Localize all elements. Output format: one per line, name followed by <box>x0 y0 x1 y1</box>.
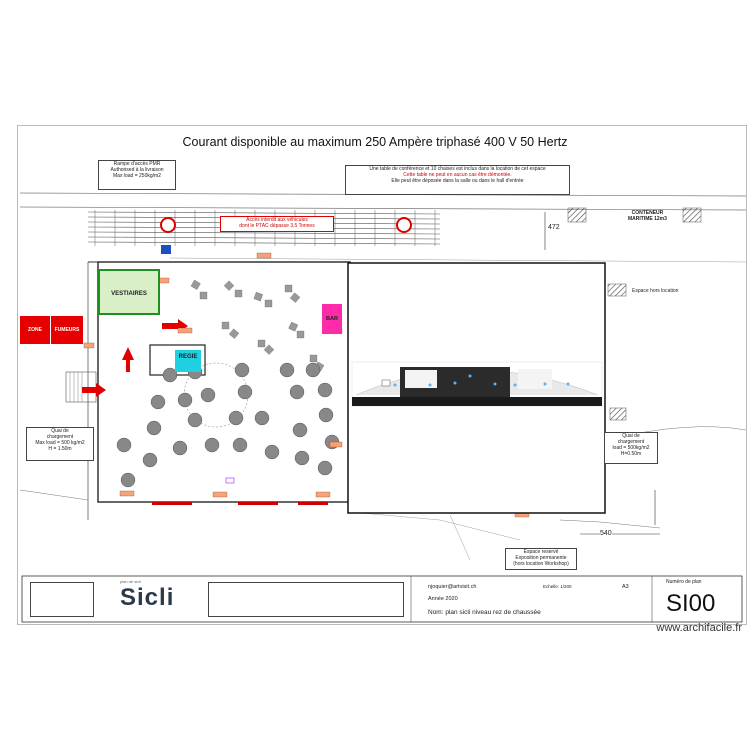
outside-space-label: Espace hors location <box>632 288 679 294</box>
year-text: Année 2020 <box>428 596 458 602</box>
vestiaires-zone: VESTIAIRES <box>98 269 160 315</box>
accessibility-icon <box>161 245 171 254</box>
round-tables <box>116 362 340 488</box>
logo-caption: plan de sicli <box>120 579 141 584</box>
arrow-right-icon <box>82 383 106 397</box>
dimension-472: 472 <box>548 224 560 231</box>
title-block-blank-box <box>30 582 94 617</box>
speed-sign-icon <box>160 217 176 233</box>
scale-text: Echelle: 1/200 <box>543 584 572 589</box>
watermark-link[interactable]: www.archifacile.fr <box>656 622 742 634</box>
plan-name-text: Nom: plan sicli niveau rez de chaussée <box>428 609 541 616</box>
speed-sign-icon <box>396 217 412 233</box>
regie-zone: REGIE <box>175 350 201 372</box>
fumeurs-box: FUMEURS <box>51 316 83 344</box>
zone-box: ZONE <box>20 316 50 344</box>
sicli-logo: Sicli <box>120 584 175 611</box>
sheet-frame <box>17 125 747 625</box>
format-text: A3 <box>622 584 629 590</box>
bar-zone: BAR <box>322 304 342 334</box>
table-note: Une table de conférence et 10 chaises es… <box>345 165 570 195</box>
plan-number-label: Numéro de plan <box>666 579 702 585</box>
arrow-up-icon <box>122 347 134 372</box>
dimension-540: 540 <box>600 530 612 537</box>
title-block-blank-box-2 <box>208 582 404 617</box>
email-text: njoquier@artvisit.ch <box>428 584 477 590</box>
plan-number: SI00 <box>666 590 716 617</box>
plan-title: Courant disponible au maximum 250 Ampère… <box>182 135 568 149</box>
inset-image <box>351 361 603 407</box>
